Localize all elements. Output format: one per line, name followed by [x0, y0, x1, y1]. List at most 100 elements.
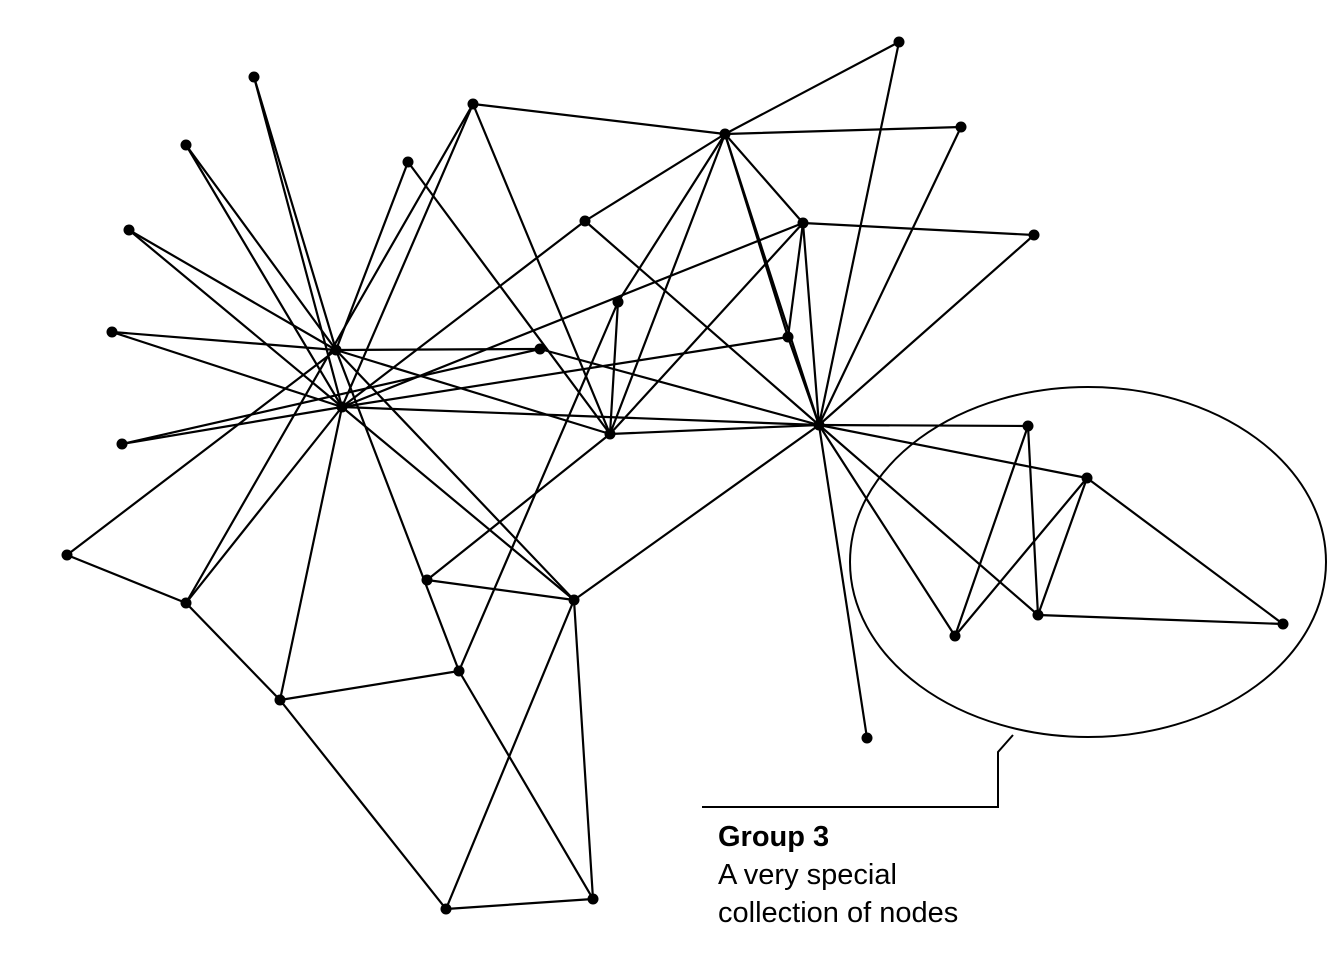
node-n18: [534, 343, 546, 355]
node-n31: [1032, 609, 1044, 621]
edge-n3-n15: [127, 228, 344, 409]
node-n24: [782, 331, 794, 343]
edge-n19-n21: [608, 300, 620, 436]
edge-n14-n16: [334, 160, 410, 352]
edge-n1-n15: [252, 75, 344, 409]
edge-n22-n25: [723, 132, 821, 427]
edge-n25-n32: [817, 423, 957, 638]
node-n1: [248, 71, 260, 83]
node-n3: [123, 224, 135, 236]
node-n9: [440, 903, 452, 915]
edge-n20-n25: [583, 219, 821, 427]
edge-n19-n22: [608, 132, 727, 436]
node-n25: [813, 419, 825, 431]
node-n34: [861, 732, 873, 744]
node-n22: [719, 128, 731, 140]
node-n32: [949, 630, 961, 642]
edge-n31-n33: [1036, 613, 1285, 626]
node-n19: [604, 428, 616, 440]
edge-n4-n14: [110, 330, 338, 352]
edge-n20-n22: [583, 132, 727, 223]
edge-n25-n29: [817, 423, 1030, 428]
node-n30: [1081, 472, 1093, 484]
edge-n25-n34: [817, 423, 869, 740]
edge-n8-n15: [278, 405, 344, 702]
edge-n16-n19: [406, 160, 612, 436]
node-n11: [453, 665, 465, 677]
node-n12: [421, 574, 433, 586]
edge-n17-n22: [471, 102, 727, 136]
graph-nodes: [61, 36, 1289, 915]
edge-n25-n30: [817, 423, 1089, 480]
edge-n5-n18: [120, 347, 542, 446]
edge-n17-n19: [471, 102, 612, 436]
edge-n13-n25: [572, 423, 821, 602]
edge-n2-n14: [184, 143, 338, 352]
group-3-annotation: Group 3 A very special collection of nod…: [702, 386, 1327, 929]
edge-n21-n22: [616, 132, 727, 304]
edge-n23-n25: [801, 221, 821, 427]
edge-n4-n15: [110, 330, 344, 409]
node-n4: [106, 326, 118, 338]
edge-n5-n15: [120, 405, 344, 446]
edge-n24-n25: [786, 335, 821, 427]
group-3-ellipse: [849, 386, 1327, 738]
edge-n22-n27: [723, 125, 963, 136]
edge-n8-n9: [278, 698, 448, 911]
node-n20: [579, 215, 591, 227]
edge-n30-n31: [1036, 476, 1089, 617]
node-n17: [467, 98, 479, 110]
edge-n29-n32: [953, 424, 1030, 638]
edge-n10-n13: [572, 598, 595, 901]
edge-n14-n18: [334, 347, 542, 352]
edge-n11-n21: [457, 300, 620, 673]
edge-n25-n27: [817, 125, 963, 427]
edge-n19-n25: [608, 423, 821, 436]
edge-n2-n15: [184, 143, 344, 409]
node-n28: [1028, 229, 1040, 241]
edge-n29-n31: [1026, 424, 1040, 617]
node-n8: [274, 694, 286, 706]
edge-n3-n14: [127, 228, 338, 352]
node-n5: [116, 438, 128, 450]
edge-n25-n31: [817, 423, 1040, 617]
annotation-title: Group 3: [718, 821, 829, 853]
node-n16: [402, 156, 414, 168]
node-n15: [336, 401, 348, 413]
edge-n12-n19: [425, 432, 612, 582]
edge-n15-n20: [340, 219, 587, 409]
edge-n7-n8: [184, 601, 282, 702]
edge-n23-n24: [786, 221, 805, 339]
edge-n15-n17: [340, 102, 475, 409]
graph-edges: [65, 40, 1285, 911]
edge-n14-n19: [334, 348, 612, 436]
edge-n7-n17: [184, 102, 475, 605]
edge-n1-n14: [252, 75, 338, 352]
edge-n10-n11: [457, 669, 595, 901]
edge-n7-n15: [184, 405, 344, 605]
edge-n13-n14: [334, 348, 576, 602]
edge-n23-n28: [801, 221, 1036, 237]
edge-n11-n14: [334, 348, 461, 673]
edge-n8-n11: [278, 669, 461, 702]
edge-n6-n7: [65, 553, 188, 605]
edge-n22-n23: [723, 132, 805, 225]
node-n21: [612, 296, 624, 308]
edge-n15-n23: [340, 221, 805, 409]
annotation-description-line-2: collection of nodes: [718, 897, 958, 929]
node-n13: [568, 594, 580, 606]
edge-n30-n32: [953, 476, 1089, 638]
node-n7: [180, 597, 192, 609]
edge-n25-n28: [817, 233, 1036, 427]
node-n33: [1277, 618, 1289, 630]
edge-n30-n33: [1085, 476, 1285, 626]
node-n10: [587, 893, 599, 905]
edge-n13-n15: [340, 405, 576, 602]
edge-n9-n13: [444, 598, 576, 911]
node-n29: [1022, 420, 1034, 432]
edge-n19-n23: [608, 221, 805, 436]
group-3-leader-line: [702, 734, 1014, 808]
edge-n25-n26: [817, 40, 901, 427]
edge-n18-n25: [538, 347, 821, 427]
